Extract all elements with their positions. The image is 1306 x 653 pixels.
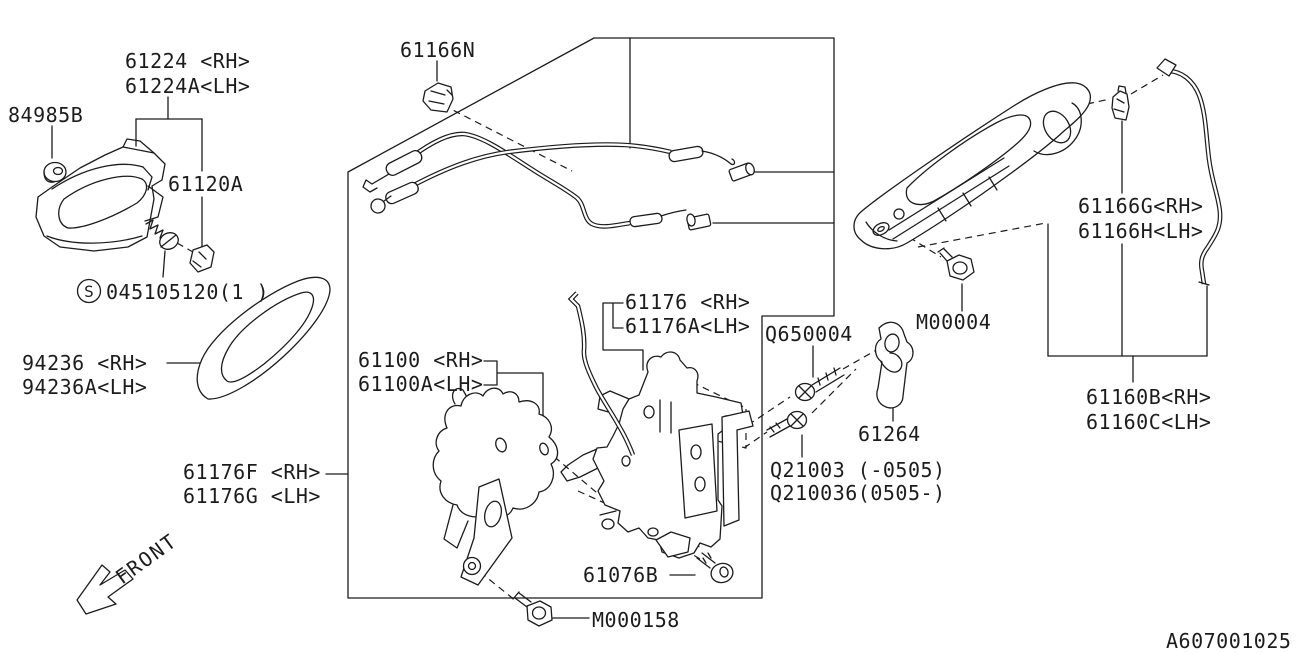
label-61176a-lh: 61176A<LH> xyxy=(625,314,750,338)
label-m00004: M00004 xyxy=(916,310,991,334)
label-61120a: 61120A xyxy=(168,172,243,196)
lock-actuator xyxy=(432,387,559,586)
screw-q650004 xyxy=(794,367,845,402)
bolt-m000158 xyxy=(512,591,553,627)
label-61224a-lh: 61224A<LH> xyxy=(125,74,250,98)
clip-61166g xyxy=(1111,85,1130,121)
rod-61160 xyxy=(1156,58,1223,286)
handle-housing xyxy=(35,146,166,252)
bracket-61264 xyxy=(874,321,914,409)
screw-symbol-circle xyxy=(76,278,102,304)
label-q21003: Q21003 (-0505) xyxy=(770,458,946,482)
bolt-m00004 xyxy=(937,247,975,281)
label-61166g-rh: 61166G<RH> xyxy=(1078,194,1203,218)
label-61160b-rh: 61160B<RH> xyxy=(1086,385,1211,409)
label-61176g-lh: 61176G <LH> xyxy=(183,484,321,508)
label-045105120: 045105120(1 ) xyxy=(106,280,269,304)
exterior-handle xyxy=(853,82,1091,250)
label-q650004: Q650004 xyxy=(765,322,853,346)
label-61264: 61264 xyxy=(858,422,921,446)
lock-assembly xyxy=(560,351,754,559)
screw-61076b xyxy=(696,552,734,584)
cable-lock xyxy=(411,131,631,229)
front-arrow: FRONT xyxy=(76,528,182,615)
label-m000158: M000158 xyxy=(592,608,680,632)
label-61100a-lh: 61100A<LH> xyxy=(358,372,483,396)
part-labels: 61224 <RH> 61224A<LH> 84985B 61120A S 04… xyxy=(8,38,1291,653)
screw-q21003 xyxy=(766,410,808,438)
diagram-code: A607001025 xyxy=(1166,629,1291,653)
leader-lines xyxy=(51,60,1208,619)
screw-045105120 xyxy=(145,219,179,250)
cable-assembly xyxy=(362,82,755,231)
label-61160c-lh: 61160C<LH> xyxy=(1086,410,1211,434)
label-61176-rh: 61176 <RH> xyxy=(625,290,750,314)
label-61176f-rh: 61176F <RH> xyxy=(183,460,321,484)
rod-61176 xyxy=(567,291,636,456)
screw-symbol: S xyxy=(84,282,94,301)
label-84985b: 84985B xyxy=(8,103,83,127)
gasket-94236 xyxy=(196,276,331,400)
label-q210036: Q210036(0505-) xyxy=(770,481,946,505)
label-94236-rh: 94236 <RH> xyxy=(22,351,147,375)
label-61224-rh: 61224 <RH> xyxy=(125,49,250,73)
label-61076b: 61076B xyxy=(583,563,658,587)
interior-handle-assembly xyxy=(35,138,215,273)
cable-open xyxy=(410,142,672,189)
label-61166h-lh: 61166H<LH> xyxy=(1078,219,1203,243)
label-61100-rh: 61100 <RH> xyxy=(358,348,483,372)
label-94236a-lh: 94236A<LH> xyxy=(22,375,147,399)
clip-61166n xyxy=(422,82,454,113)
diagram-frame xyxy=(347,37,835,599)
clip-61120a xyxy=(189,244,215,273)
label-61166n: 61166N xyxy=(400,38,475,62)
front-label: FRONT xyxy=(111,528,182,589)
